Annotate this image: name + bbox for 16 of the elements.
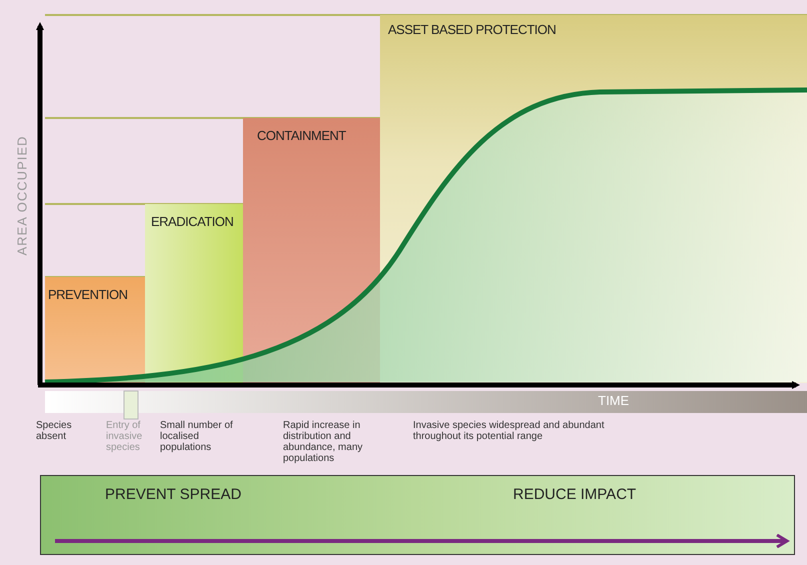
axis-title: AREA OCCUPIED	[16, 136, 28, 256]
strategy-band	[40, 475, 795, 555]
stage-description: Rapid increase in distribution and abundance, many populations	[283, 420, 364, 464]
stage-description: Species absent	[36, 420, 73, 442]
stage-description: Entry of invasive species	[106, 420, 144, 453]
stage-description: Small number of localised populations	[160, 420, 234, 453]
stage-box	[145, 204, 243, 383]
stage-label: ERADICATION	[151, 214, 234, 229]
stage-label: CONTAINMENT	[257, 128, 346, 143]
strategy-label: PREVENT SPREAD	[105, 486, 242, 503]
strategy-label: REDUCE IMPACT	[513, 486, 636, 503]
stage-label: PREVENTION	[48, 287, 128, 302]
stage-label: ASSET BASED PROTECTION	[388, 22, 556, 37]
stage-box	[45, 277, 145, 383]
stage-description: Invasive species widespread and abundant throughout its potential range	[413, 420, 606, 442]
axis-title: TIME	[598, 395, 630, 406]
